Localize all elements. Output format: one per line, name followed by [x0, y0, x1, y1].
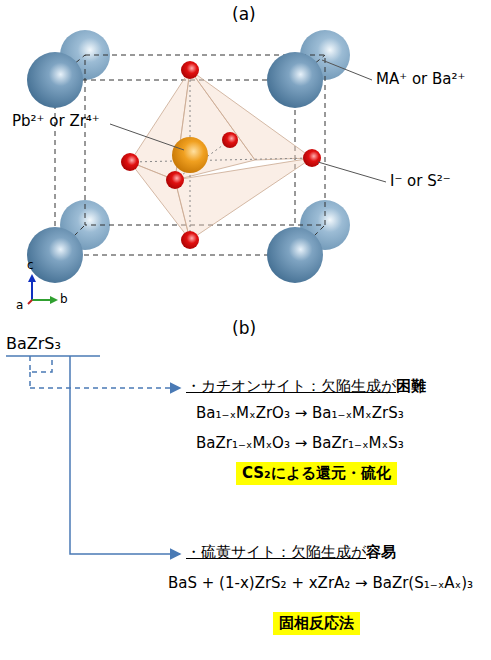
axis-label: b [60, 292, 68, 306]
ion-label: MA⁺ or Ba²⁺ [376, 70, 476, 88]
highlight-box: CS₂による還元・硫化 [236, 462, 397, 485]
bullet-text: ・硫黄サイト：欠陥生成が [186, 543, 366, 562]
equation: Ba₁₋ₓMₓZrO₃ → Ba₁₋ₓMₓZrS₃ [196, 404, 404, 422]
bullet-text: ・カチオンサイト：欠陥生成が [186, 377, 396, 396]
highlight-text: 固相反応法 [279, 614, 354, 633]
ion-label: Pb²⁺ or Zr⁴⁺ [12, 112, 100, 130]
highlight-text: CS₂による還元・硫化 [242, 464, 391, 483]
axis-label: a [16, 298, 23, 312]
panel-label: (b) [232, 318, 256, 338]
equation: BaZr₁₋ₓMₓO₃ → BaZr₁₋ₓMₓS₃ [196, 434, 404, 452]
perovskite-cell [27, 30, 386, 304]
highlight-box: 固相反応法 [273, 612, 360, 635]
emphasis: 容易 [366, 543, 396, 562]
panel-label: (a) [232, 4, 256, 24]
equation: BaS + (1-x)ZrS₂ + xZrA₂ → BaZr(S₁₋ₓAₓ)₃ [168, 574, 473, 592]
branch-arrows [6, 356, 180, 554]
axis-label: c [27, 258, 34, 272]
ion-label: I⁻ or S²⁻ [390, 172, 451, 190]
emphasis: 困難 [396, 377, 426, 396]
compound-name: BaZrS₃ [6, 334, 61, 353]
